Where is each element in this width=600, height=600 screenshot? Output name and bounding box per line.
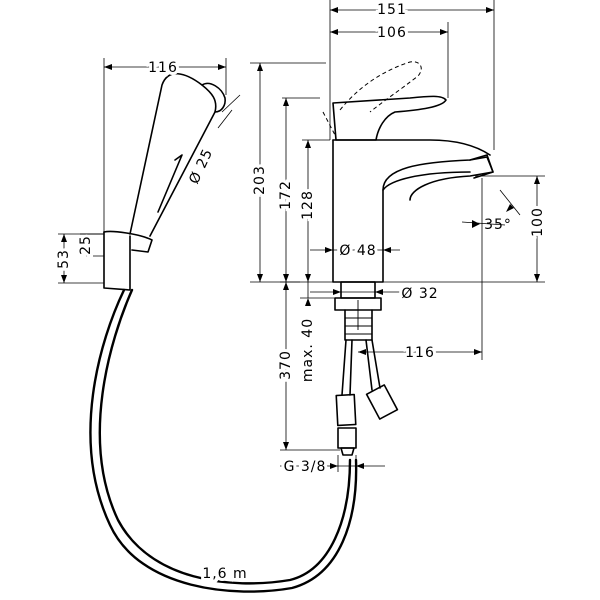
label-g-3-8: G 3/8 xyxy=(284,459,327,475)
label-172: 172 xyxy=(278,180,294,210)
label-100: 100 xyxy=(530,207,546,237)
label-35-degrees: 35° xyxy=(484,217,512,233)
lever-handle-dashed xyxy=(322,61,422,136)
label-151: 151 xyxy=(377,2,407,18)
dimension-labels: 151 106 116 203 172 128 100 35° Ø 48 Ø 3… xyxy=(53,0,549,585)
label-53: 53 xyxy=(56,249,72,269)
label-116-mid: 116 xyxy=(405,345,435,361)
label-116-top: 116 xyxy=(148,60,178,76)
label-hose-length: 1,6 m xyxy=(202,566,247,582)
label-128: 128 xyxy=(300,190,316,220)
label-max-40: max. 40 xyxy=(300,318,316,382)
lever-handle xyxy=(332,95,447,141)
dimension-lines xyxy=(58,0,545,472)
hand-shower xyxy=(129,72,226,237)
shower-hose xyxy=(89,288,358,593)
supply-hoses xyxy=(335,339,399,456)
faucet-body xyxy=(332,139,494,283)
label-106: 106 xyxy=(377,25,407,41)
label-370: 370 xyxy=(278,350,294,380)
label-dia-25: Ø 25 xyxy=(186,146,216,187)
mounting-shank xyxy=(334,281,382,341)
label-25: 25 xyxy=(78,235,94,255)
label-dia-48: Ø 48 xyxy=(339,243,376,259)
label-dia-32: Ø 32 xyxy=(401,286,438,302)
dimension-arrows xyxy=(61,7,540,469)
label-203: 203 xyxy=(252,165,268,195)
